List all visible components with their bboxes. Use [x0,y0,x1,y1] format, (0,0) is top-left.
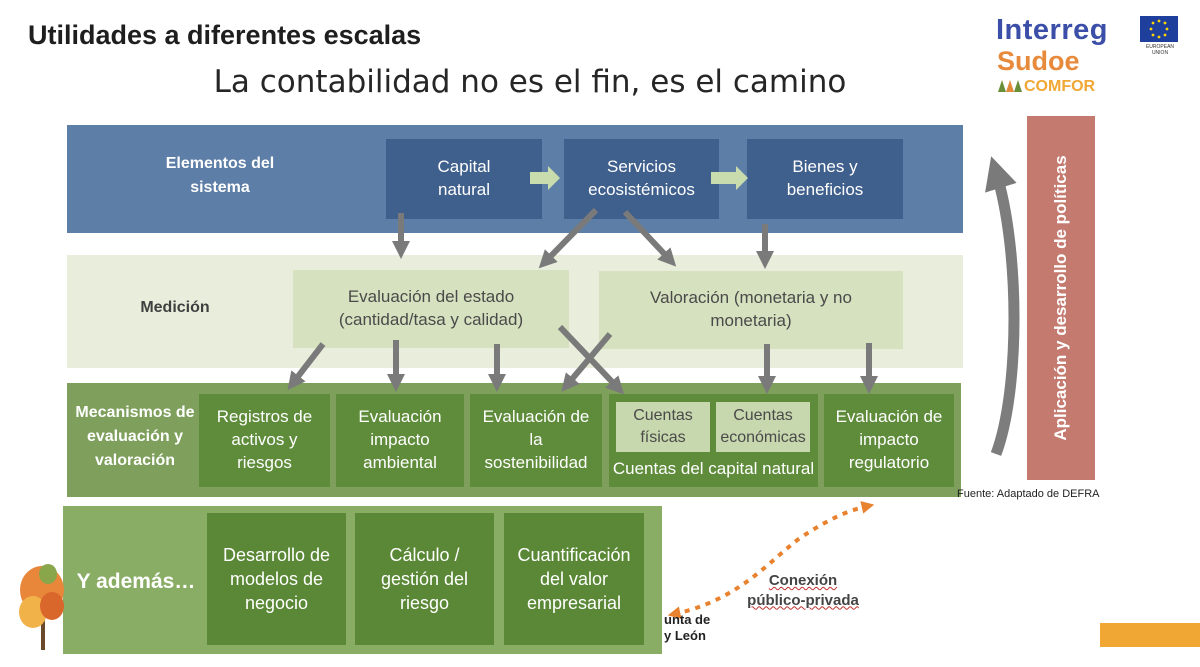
cuentas-capital-label: Cuentas del capital natural [612,459,815,479]
tree-icon [998,80,1022,99]
slide-title: Utilidades a diferentes escalas [28,20,422,50]
box-evaluacion-estado: Evaluación del estado (cantidad/tasa y c… [293,270,569,348]
feedback-curve-arrow [985,156,1020,456]
arrow-capital-servicios [530,166,560,190]
box-impacto-regulatorio: Evaluación de impacto regulatorio [824,394,954,487]
arrow-servicios-bienes [711,166,748,190]
source-note: Fuente: Adaptado de DEFRA [957,488,1100,500]
slide-subtitle: La contabilidad no es el fin, es el cami… [213,64,847,100]
box-cuentas-fisicas: Cuentas físicas [616,402,710,452]
box-calculo-riesgo: Cálculo / gestión del riesgo [355,513,494,645]
row-label-mecanismos: Mecanismos de evaluación y valoración [75,404,195,469]
interreg-logo: Interreg [996,14,1108,46]
connection-dotted-arrow [667,501,875,619]
box-servicios-ecosistemicos: Servicios ecosistémicos [564,139,719,219]
box-bienes-beneficios: Bienes y beneficios [747,139,903,219]
connection-label: Conexión público-privada [738,571,868,610]
row-label-medicion: Medición [140,299,210,316]
box-desarrollo-modelos: Desarrollo de modelos de negocio [207,513,346,645]
arrow-estado-registros [287,342,326,391]
box-cuantificacion-valor: Cuantificación del valor empresarial [504,513,644,645]
arrow-estado-cuentas [557,324,625,395]
autumn-trees-illustration [19,564,64,650]
policy-bar: Aplicación y desarrollo de políticas [1027,116,1095,480]
jcyl-logo-text: unta de y León [664,612,710,645]
decorative-orange-strip [1100,623,1200,647]
eu-caption: EUROPEAN UNION [1145,44,1175,56]
box-capital-natural: Capital natural [386,139,542,219]
box-sostenibilidad: Evaluación de la sostenibilidad [470,394,602,487]
box-cuentas-economicas: Cuentas económicas [716,402,810,452]
jcyl-line-1: unta de [664,612,711,627]
arrow-servicios-valoracion [622,209,677,267]
jcyl-line-2: y León [664,628,706,644]
arrow-servicios-estado [538,207,599,269]
box-valoracion: Valoración (monetaria y no monetaria) [599,271,903,349]
connection-label-text: Conexión público-privada [747,572,859,609]
row-label-sistema: Elementos del sistema [165,155,275,196]
sudoe-logo: Sudoe [997,46,1080,76]
comfor-logo: COMFOR [1024,78,1096,95]
box-impacto-ambiental: Evaluación impacto ambiental [336,394,464,487]
eu-flag-icon [1140,16,1178,42]
box-registros: Registros de activos y riesgos [199,394,330,487]
row-label-ademas: Y además… [76,570,196,593]
